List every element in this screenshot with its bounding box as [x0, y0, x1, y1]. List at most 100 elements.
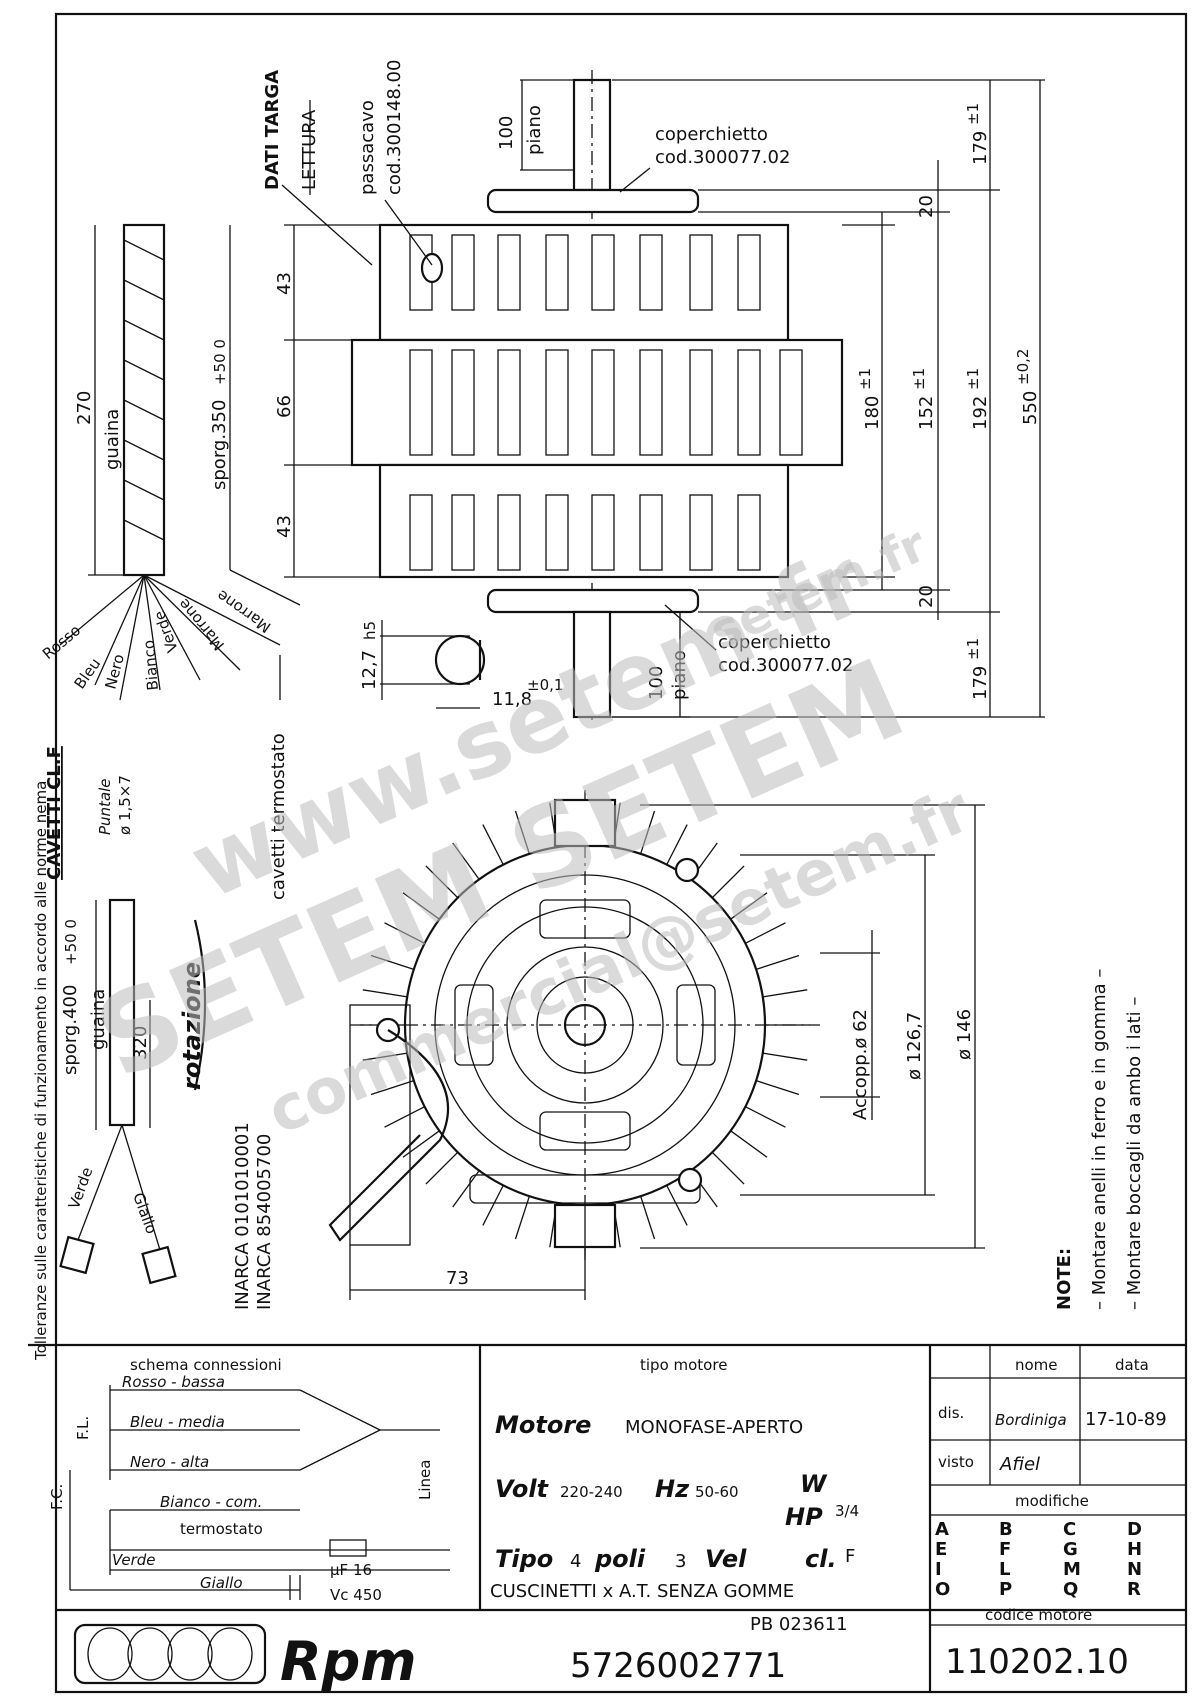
- top-tab: [553, 798, 617, 848]
- modifiche-letter: H: [1127, 1539, 1142, 1560]
- mount-screw-top: [674, 857, 700, 883]
- wire-marrone-2: Marrone: [213, 586, 274, 636]
- modifiche-letter: B: [999, 1519, 1013, 1540]
- wire-nero: Nero: [101, 652, 128, 691]
- poli-label: poli: [594, 1545, 646, 1573]
- modifiche-letter: P: [999, 1579, 1012, 1600]
- coperchietto-top-leader: [619, 167, 651, 193]
- coperchietto-bottom-code: cod.300077.02: [718, 655, 853, 676]
- cable-bundle-main: 270 guaina Rosso Bleu Nero Bianco Verde …: [39, 223, 301, 900]
- schema-title: schema connessioni: [130, 1356, 282, 1374]
- codice-motore: 110202.10: [945, 1642, 1129, 1682]
- cavetti-termostato: cavetti termostato: [268, 733, 289, 900]
- dim-43-bottom: 43: [274, 515, 295, 538]
- rotazione-label: rotazione: [178, 962, 206, 1090]
- dim-270: 270: [74, 391, 95, 425]
- verde-wire: [77, 1124, 123, 1241]
- modifiche-letter: F: [999, 1539, 1011, 1560]
- dim-192: 192: [970, 396, 991, 430]
- cable-grommet: [420, 252, 444, 284]
- motore-label: Motore: [495, 1411, 591, 1439]
- shaft-flat-tol: ±0,1: [527, 676, 563, 694]
- giallo-terminal: [141, 1245, 177, 1285]
- schema-verde: Verde: [112, 1551, 156, 1569]
- modifiche-letter: C: [1063, 1519, 1076, 1540]
- rpm-logo: Rpm: [73, 1623, 417, 1693]
- cooling-fin: [745, 1106, 786, 1128]
- notes-title: NOTE:: [1054, 1248, 1075, 1310]
- cooling-fin: [755, 1080, 800, 1096]
- cooling-fin: [666, 824, 688, 865]
- note-line-2: – Montare boccagli da ambo i lati –: [1124, 997, 1145, 1310]
- dia-126: ø 126,7: [904, 1012, 925, 1080]
- shaft-flat-value: 11,8: [492, 689, 532, 710]
- cooling-fin: [362, 1052, 408, 1061]
- tipo-label: Tipo: [495, 1545, 553, 1573]
- shaft-section: [434, 634, 486, 686]
- coperchietto-top-code: cod.300077.02: [655, 147, 790, 168]
- sporg-350-leader: [229, 569, 301, 606]
- w-label: W: [800, 1470, 828, 1498]
- dim-43-top: 43: [274, 272, 295, 295]
- wire-bianco: Bianco: [140, 639, 162, 691]
- dim-550: 550: [1020, 391, 1041, 425]
- dim-100-bottom: 100: [646, 666, 667, 700]
- dis-label: dis.: [938, 1404, 964, 1422]
- sporg-350-tol: +50 0: [211, 339, 229, 385]
- coperchietto-top-label: coperchietto: [655, 124, 768, 145]
- winding-upper: [378, 223, 790, 342]
- fanned-wires: [59, 574, 281, 701]
- hp-value: 3/4: [835, 1502, 859, 1520]
- housing-windows: [454, 899, 716, 1204]
- poli-value: 3: [675, 1551, 686, 1572]
- cooling-fin: [452, 842, 480, 880]
- hz-value: 50-60: [695, 1483, 739, 1501]
- dim-100-top: 100: [496, 116, 517, 150]
- drawing-number: 5726002771: [570, 1646, 786, 1686]
- note-line-1: – Montare anelli in ferro e in gomma –: [1089, 969, 1110, 1310]
- modifiche-letter: M: [1063, 1559, 1081, 1580]
- motor-front-view: 73 Accopp.ø 62 ø 126,7 ø 146: [328, 790, 985, 1300]
- dim-152: 152: [916, 396, 937, 430]
- modifiche-header: modifiche: [1015, 1492, 1089, 1510]
- dia-146: ø 146: [954, 1009, 975, 1060]
- cooling-fin: [370, 1080, 415, 1096]
- inarca-1: INARCA 0101010001: [232, 1122, 253, 1310]
- schema-termostato: termostato: [180, 1520, 263, 1538]
- dim-20-bottom: 20: [916, 585, 937, 608]
- cooling-fin: [482, 1185, 504, 1226]
- sporg-400: sporg.400: [60, 985, 81, 1075]
- pb-code: PB 023611: [750, 1614, 848, 1635]
- dim-152-tol: ±1: [910, 368, 928, 390]
- sporg-350: sporg.350: [209, 400, 230, 490]
- piano-bottom: piano: [669, 650, 690, 700]
- schema-linea: Linea: [416, 1460, 434, 1500]
- shaft-diameter: 12,7: [359, 650, 380, 690]
- right-dimension-lines: [612, 79, 1045, 718]
- left-dimension-lines: [284, 224, 380, 578]
- passacavo-label: passacavo: [357, 100, 378, 195]
- vel-label: Vel: [705, 1545, 747, 1573]
- cl-label: cl.: [805, 1545, 837, 1573]
- cooling-fin: [384, 922, 425, 944]
- cable-sheath-hatch: [123, 239, 165, 541]
- cooling-fin: [666, 1185, 688, 1226]
- rotation-arrow: [193, 919, 207, 1091]
- schema-fc: F.C.: [48, 1484, 66, 1510]
- cuscinetti-line: CUSCINETTI x A.T. SENZA GOMME: [490, 1581, 794, 1602]
- hz-label: Hz: [655, 1475, 690, 1503]
- cooling-fin: [402, 892, 440, 920]
- rpm-logo-text: Rpm: [280, 1630, 417, 1693]
- sheet-border: [54, 12, 1188, 1694]
- cooling-fin: [711, 865, 745, 899]
- cooling-fin: [482, 824, 504, 865]
- passacavo-leader: [384, 199, 433, 266]
- cooling-fin: [762, 989, 808, 998]
- cooling-fin: [425, 1151, 459, 1185]
- dim-550-tol: ±0,2: [1014, 349, 1032, 385]
- visto-name: Afiel: [999, 1454, 1040, 1475]
- dim-180: 180: [862, 396, 883, 430]
- cooling-fin: [640, 810, 656, 855]
- puntale-label: Puntale: [96, 778, 114, 835]
- cooling-fin: [425, 865, 459, 899]
